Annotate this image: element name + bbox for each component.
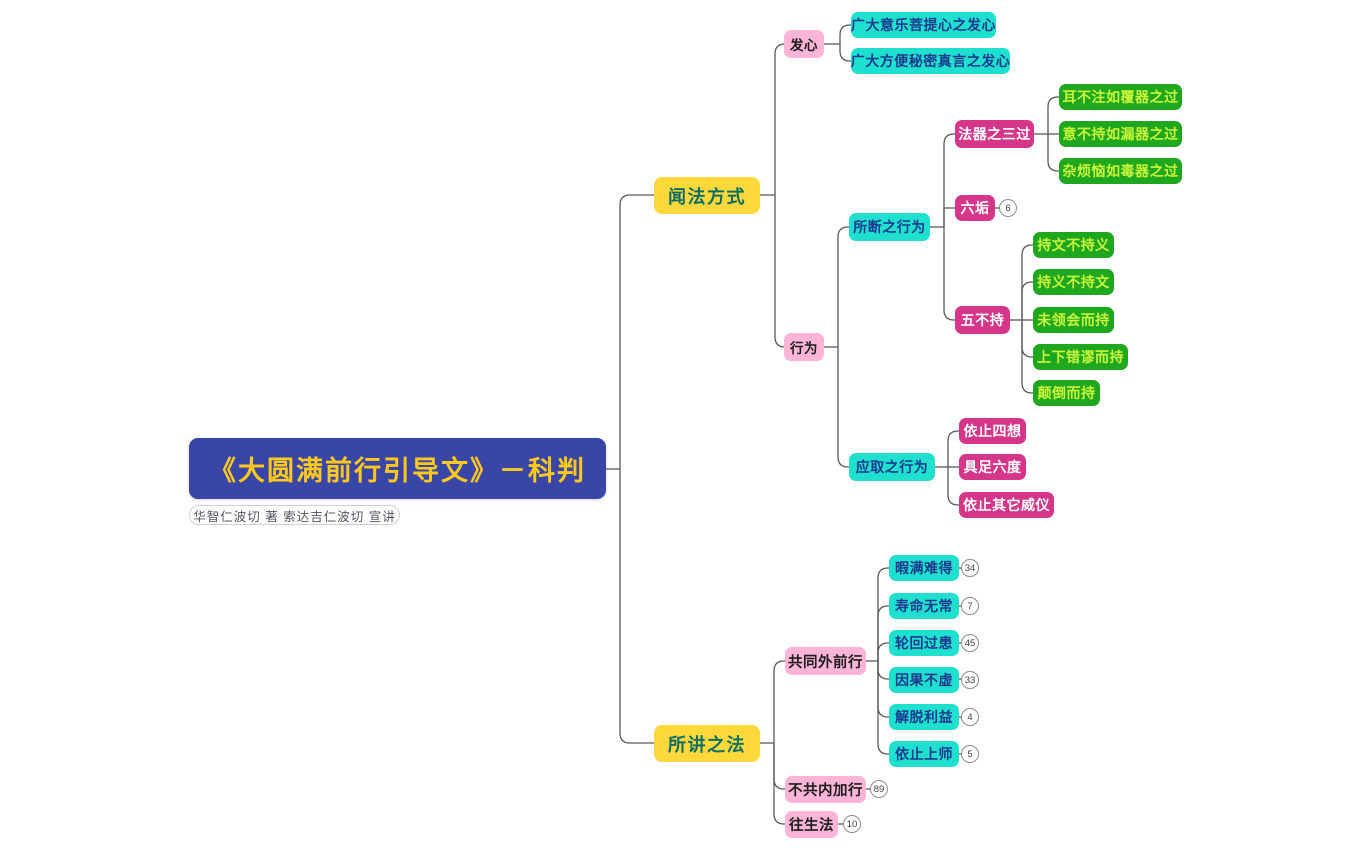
node-label: 具足六度 <box>963 459 1022 475</box>
node-bugong-nei-jiaxing[interactable]: 不共内加行 <box>785 776 866 803</box>
node-gongtong-child-4[interactable]: 因果不虚 <box>889 667 959 693</box>
badge-wangsheng: 10 <box>843 815 861 833</box>
node-wubuchi-child-3[interactable]: 未领会而持 <box>1033 307 1114 333</box>
node-label: 上下错谬而持 <box>1037 349 1124 365</box>
node-gongtong-child-2[interactable]: 寿命无常 <box>889 593 959 619</box>
badge-gongtong-child-1: 34 <box>961 559 979 577</box>
node-label: 未领会而持 <box>1037 312 1110 328</box>
node-label: 耳不注如覆器之过 <box>1062 89 1179 105</box>
node-label: 法器之三过 <box>958 126 1031 142</box>
node-yingqu-zhi-xingwei[interactable]: 应取之行为 <box>849 453 935 481</box>
node-label: 持文不持义 <box>1037 237 1110 253</box>
node-label: 闻法方式 <box>668 186 746 207</box>
node-xingwei[interactable]: 行为 <box>784 333 824 361</box>
node-label: 五不持 <box>960 312 1005 328</box>
root-subtitle: 华智仁波切 著 索达吉仁波切 宣讲 <box>189 505 400 525</box>
node-label: 所讲之法 <box>668 734 746 755</box>
node-label: 颠倒而持 <box>1037 385 1096 401</box>
node-label: 不共内加行 <box>788 783 863 799</box>
badge-gongtong-child-4: 33 <box>961 671 979 689</box>
node-liugou[interactable]: 六垢 <box>955 195 995 221</box>
node-label: 广大方便秘密真言之发心 <box>850 53 1011 69</box>
node-label: 寿命无常 <box>895 598 953 614</box>
node-faqi-child-1[interactable]: 耳不注如覆器之过 <box>1059 84 1182 110</box>
node-label: 往生法 <box>789 818 834 834</box>
badge-gongtong-child-5: 4 <box>961 708 979 726</box>
badge-bugong: 89 <box>870 780 888 798</box>
node-label: 因果不虚 <box>895 672 953 688</box>
node-label: 轮回过患 <box>895 635 953 651</box>
node-wubuchi-child-1[interactable]: 持文不持义 <box>1033 232 1114 258</box>
node-label: 依止上师 <box>895 746 953 762</box>
node-faxin[interactable]: 发心 <box>784 30 824 58</box>
node-label: 持义不持文 <box>1037 274 1110 290</box>
node-wubuchi-child-5[interactable]: 颠倒而持 <box>1033 380 1100 406</box>
node-gongtong-wai-qianxing[interactable]: 共同外前行 <box>785 647 866 675</box>
root-subtitle-text: 华智仁波切 著 索达吉仁波切 宣讲 <box>193 509 396 524</box>
node-yingqu-child-2[interactable]: 具足六度 <box>959 454 1026 480</box>
node-yingqu-child-3[interactable]: 依止其它威仪 <box>959 492 1054 518</box>
node-label: 暇满难得 <box>895 560 953 576</box>
node-faqi-child-3[interactable]: 杂烦恼如毒器之过 <box>1059 158 1182 184</box>
node-yingqu-child-1[interactable]: 依止四想 <box>959 418 1026 444</box>
node-faqi-zhi-sanguo[interactable]: 法器之三过 <box>955 120 1034 148</box>
node-gongtong-child-6[interactable]: 依止上师 <box>889 741 959 767</box>
root-node[interactable]: 《大圆满前行引导文》－科判 <box>189 438 606 499</box>
node-label: 六垢 <box>960 200 990 216</box>
node-suojiang-zhi-fa[interactable]: 所讲之法 <box>654 725 760 762</box>
node-suoduan-zhi-xingwei[interactable]: 所断之行为 <box>849 213 930 241</box>
node-label: 广大意乐菩提心之发心 <box>851 17 996 33</box>
node-wenfa-fangshi[interactable]: 闻法方式 <box>654 177 760 214</box>
node-wubuchi-child-2[interactable]: 持义不持文 <box>1033 269 1114 295</box>
node-label: 杂烦恼如毒器之过 <box>1062 163 1179 179</box>
node-label: 依止四想 <box>963 423 1022 439</box>
node-faqi-child-2[interactable]: 意不持如漏器之过 <box>1059 121 1182 147</box>
root-title: 《大圆满前行引导文》－科判 <box>209 456 586 486</box>
node-label: 意不持如漏器之过 <box>1062 126 1179 142</box>
node-label: 依止其它威仪 <box>963 497 1050 513</box>
badge-gongtong-child-6: 5 <box>961 745 979 763</box>
node-gongtong-child-3[interactable]: 轮回过患 <box>889 630 959 656</box>
node-gongtong-child-5[interactable]: 解脱利益 <box>889 704 959 730</box>
node-label: 行为 <box>790 341 818 356</box>
node-wangsheng-fa[interactable]: 往生法 <box>785 811 838 838</box>
node-label: 所断之行为 <box>853 219 926 235</box>
node-label: 共同外前行 <box>788 654 863 671</box>
node-gongtong-child-1[interactable]: 暇满难得 <box>889 555 959 581</box>
node-faxin-child-2[interactable]: 广大方便秘密真言之发心 <box>851 48 1010 74</box>
badge-gongtong-child-3: 45 <box>961 634 979 652</box>
node-label: 解脱利益 <box>895 709 953 725</box>
node-wubuchi[interactable]: 五不持 <box>955 306 1010 334</box>
node-label: 发心 <box>790 38 818 53</box>
badge-liugou: 6 <box>999 199 1017 217</box>
node-faxin-child-1[interactable]: 广大意乐菩提心之发心 <box>851 12 996 38</box>
node-label: 应取之行为 <box>855 459 929 475</box>
node-wubuchi-child-4[interactable]: 上下错谬而持 <box>1033 344 1128 370</box>
badge-gongtong-child-2: 7 <box>961 597 979 615</box>
